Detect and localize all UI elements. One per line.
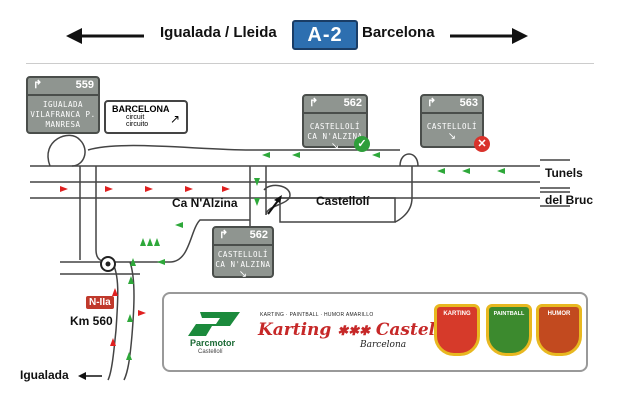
trees <box>130 238 160 266</box>
green-arrow <box>292 152 300 158</box>
karting-badge: KARTING <box>434 304 480 356</box>
green-arrow <box>254 198 260 206</box>
tunnel-edges <box>540 159 570 207</box>
barcelona-circuit-sign: BARCELONA circuit circuito ↗ <box>104 100 188 134</box>
badge-label: KARTING <box>443 311 471 317</box>
sign-sub: circuit <box>126 114 145 121</box>
green-arrow <box>372 152 380 158</box>
ca-nalzina-label: Ca N'Alzina <box>172 196 238 210</box>
red-arrow <box>138 310 146 316</box>
green-arrow <box>262 152 270 158</box>
exit-icon: ↱ <box>309 97 319 109</box>
exit-sign-559: ↱ 559 IGUALADA VILAFRANCA P. MANRESA <box>26 76 100 134</box>
exit-sign-563: ↱ 563 CASTELLOLÍ ↘ <box>420 94 484 148</box>
karting-title-word: Karting <box>258 320 332 340</box>
sign-line: MANRESA <box>45 120 81 129</box>
green-arrow <box>497 168 505 174</box>
parcmotor-logo-icon <box>188 312 240 336</box>
red-arrow <box>185 186 193 192</box>
badge-label: HUMOR <box>547 311 571 317</box>
cross-icon: ✕ <box>474 136 490 152</box>
divider <box>26 63 594 64</box>
right-destination: Barcelona <box>362 24 435 41</box>
motorway-shield: A-2 <box>292 20 358 50</box>
ca-nalzina-ramp <box>249 166 291 230</box>
green-route-arrows <box>126 152 505 360</box>
arrow-down-right-icon: ↘ <box>447 131 457 142</box>
sign-line: CASTELLOLÍ <box>309 122 361 131</box>
green-arrow <box>437 168 445 174</box>
red-arrow <box>105 186 113 192</box>
sign-title: BARCELONA <box>112 104 170 114</box>
green-arrow <box>462 168 470 174</box>
parcmotor-name: Parcmotor <box>190 338 236 348</box>
green-arrow <box>254 178 260 186</box>
red-arrow <box>222 186 230 192</box>
red-route-arrows <box>60 186 230 346</box>
sign-line: CA N'ALZINA <box>215 260 271 269</box>
sign-line: CASTELLOLÍ <box>426 122 478 131</box>
sponsor-logo-panel: Parcmotor Castellolí KARTING · PAINTBALL… <box>162 292 588 372</box>
green-arrow <box>128 276 134 284</box>
del-bruc-label: del Bruc <box>545 193 594 207</box>
sign-line: IGUALADA <box>42 100 84 109</box>
humor-badge: HUMOR <box>536 304 582 356</box>
right-arrow-icon <box>450 28 528 44</box>
red-arrow <box>60 186 68 192</box>
exit-icon: ↱ <box>219 229 229 241</box>
km560-label: Km 560 <box>70 314 113 328</box>
exit-563-loop <box>394 153 419 223</box>
igualada-label: Igualada <box>20 368 69 382</box>
tunels-label: Tunels <box>545 166 583 180</box>
arrow-up-right-icon: ↗ <box>169 112 180 126</box>
sign-sub: circuito <box>126 121 149 128</box>
sign-line: CASTELLOLÍ <box>217 250 269 259</box>
left-arrow-icon <box>66 28 144 44</box>
karting-tagline: KARTING · PAINTBALL · HUMOR AMARILLO <box>260 312 374 318</box>
green-arrow <box>126 352 132 360</box>
exit-559-ramp <box>79 166 113 263</box>
left-destination: Igualada / Lleida <box>160 24 277 41</box>
exit-number: 562 <box>343 97 362 109</box>
header: Igualada / Lleida A-2 Barcelona <box>0 0 620 64</box>
red-arrow <box>112 288 118 296</box>
castelloli-label: Castellolí <box>316 194 370 208</box>
arrow-down-right-icon: ↘ <box>330 141 340 152</box>
sign-line: VILAFRANCA P. <box>30 110 96 119</box>
exit-559-loop <box>47 134 86 167</box>
exit-icon: ↱ <box>33 79 43 91</box>
exit-number: 563 <box>459 97 478 109</box>
green-arrow <box>175 222 183 228</box>
red-arrow <box>110 338 116 346</box>
paintball-badge: PAINTBALL <box>486 304 532 356</box>
exit-icon: ↱ <box>427 97 437 109</box>
red-arrow <box>145 186 153 192</box>
check-icon: ✓ <box>354 136 370 152</box>
parcmotor-sub: Castellolí <box>198 349 223 355</box>
south-road <box>107 261 135 381</box>
north-connector <box>87 144 400 151</box>
figures-icon: ✱✱✱ <box>337 324 370 339</box>
green-arrow <box>127 314 133 322</box>
sign-line: CA N'ALZINA <box>307 132 363 141</box>
local-road-left <box>60 219 250 275</box>
exit-number: 562 <box>249 229 268 241</box>
n2a-badge: N-IIa <box>86 296 114 309</box>
karting-city: Barcelona <box>360 340 407 350</box>
arrow-down-right-icon: ↘ <box>238 269 248 280</box>
green-arrow <box>157 259 165 265</box>
igualada-arrow-head <box>78 372 86 380</box>
badge-label: PAINTBALL <box>493 311 525 317</box>
exit-number: 559 <box>75 79 94 91</box>
exit-sign-562-bottom: ↱ 562 CASTELLOLÍ CA N'ALZINA ↘ <box>212 226 274 280</box>
